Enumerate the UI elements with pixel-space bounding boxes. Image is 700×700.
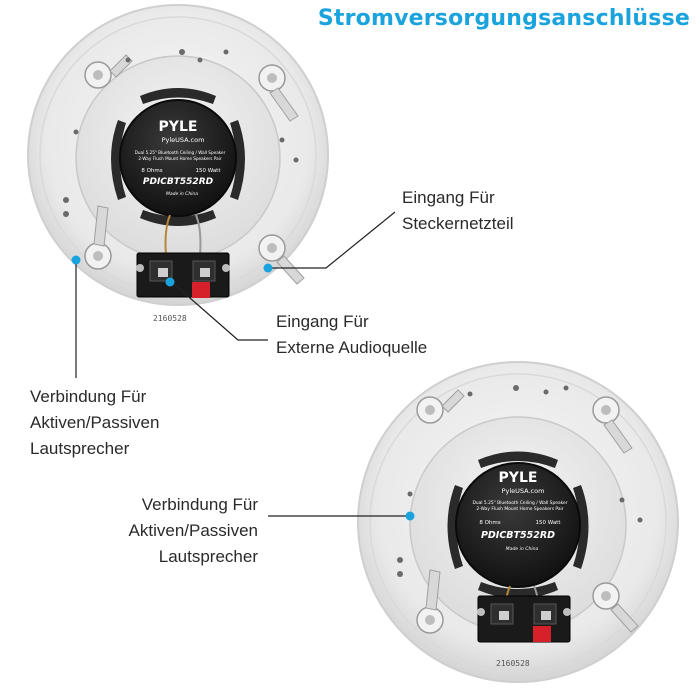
callout-lines xyxy=(75,211,408,517)
speaker-bottom-brand: PYLE xyxy=(499,470,538,486)
callout-line-audio xyxy=(171,282,268,341)
speaker-bottom-screw-holes xyxy=(397,385,643,577)
speaker-top-mount-clips xyxy=(84,54,305,285)
speaker-top-vents xyxy=(111,88,245,226)
speaker-bottom-driver xyxy=(455,462,581,588)
callout-power-line2: Steckernetzteil xyxy=(402,214,514,233)
speaker-bottom-mount-clips xyxy=(416,389,639,634)
speaker-bottom-terminal xyxy=(477,595,571,643)
marker-speaker-bottom xyxy=(405,511,415,521)
callout-speaker-bottom-line3: Lautsprecher xyxy=(158,547,258,566)
speaker-bottom-desc2: 2-Way Flush Mount Home Speakers Pair xyxy=(476,506,563,512)
page-title: Stromversorgungsanschlüsse xyxy=(317,6,690,31)
speaker-top-desc1: Dual 5.25" Bluetooth Ceiling / Wall Spea… xyxy=(135,150,226,155)
speaker-top-driver xyxy=(119,99,237,217)
speaker-bottom-origin: Made in China xyxy=(506,546,539,552)
speaker-bottom-ohms: 8 Ohms xyxy=(479,520,500,526)
marker-power xyxy=(263,263,273,273)
callout-power-line1: Eingang Für xyxy=(402,188,495,207)
speaker-bottom-desc1: Dual 5.25" Bluetooth Ceiling / Wall Spea… xyxy=(472,500,567,506)
speaker-top-serial: 2160528 xyxy=(153,314,187,323)
callout-markers xyxy=(71,255,415,521)
callout-speaker-top-line2: Aktiven/Passiven xyxy=(30,413,160,432)
callout-line-power xyxy=(268,211,396,269)
callout-power: Eingang Für Steckernetzteil xyxy=(402,185,514,237)
speaker-top-terminal xyxy=(136,252,230,298)
speaker-top-ohms: 8 Ohms xyxy=(141,168,162,174)
speaker-bottom-model: PDICBT552RD xyxy=(481,530,555,541)
speaker-top-watt: 150 Watt xyxy=(195,168,221,174)
callout-audio-line2: Externe Audioquelle xyxy=(276,338,428,357)
speaker-bottom-site: PyleUSA.com xyxy=(502,487,545,495)
speaker-bottom-watt: 150 Watt xyxy=(535,520,561,526)
callout-speaker-bottom-line2: Aktiven/Passiven xyxy=(128,521,258,540)
callout-speaker-top-line3: Lautsprecher xyxy=(30,439,130,458)
marker-audio xyxy=(165,277,175,287)
speaker-bottom-serial: 2160528 xyxy=(496,659,530,668)
marker-speaker-top xyxy=(71,255,81,265)
speaker-top-screw-holes xyxy=(63,49,299,217)
callout-speaker-bottom-line1: Verbindung Für xyxy=(141,495,258,514)
callout-audio: Eingang Für Externe Audioquelle xyxy=(276,309,427,361)
callout-audio-line1: Eingang Für xyxy=(276,312,369,331)
callout-speaker-top-line1: Verbindung Für xyxy=(30,387,147,406)
callout-speaker-top: Verbindung Für Aktiven/Passiven Lautspre… xyxy=(30,384,159,462)
speaker-top-desc2: 2-Way Flush Mount Home Speakers Pair xyxy=(138,156,221,161)
speaker-top-origin: Made in China xyxy=(166,191,198,197)
speaker-bottom: PYLE PyleUSA.com Dual 5.25" Bluetooth Ce… xyxy=(357,361,679,683)
callout-speaker-bottom: Verbindung Für Aktiven/Passiven Lautspre… xyxy=(118,492,258,570)
speaker-top-brand: PYLE xyxy=(159,119,198,135)
speaker-top-model: PDICBT552RD xyxy=(143,177,214,187)
speaker-top: PYLE PyleUSA.com Dual 5.25" Bluetooth Ce… xyxy=(27,4,329,323)
speaker-top-site: PyleUSA.com xyxy=(162,136,205,144)
